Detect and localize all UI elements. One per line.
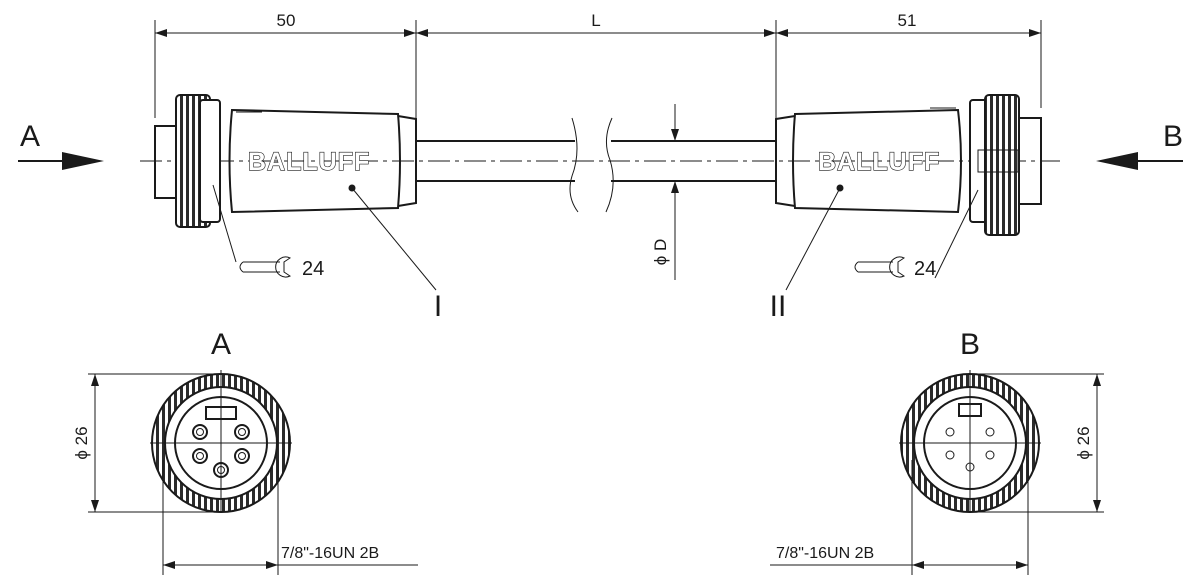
arrow-left-icon [1096, 152, 1138, 170]
connector-body-right [792, 108, 962, 214]
face-a-pins [192, 424, 250, 478]
logo-right: BALLUFF [818, 148, 940, 176]
dim-label-51: 51 [898, 11, 917, 30]
leader-line-wrench-left [212, 184, 237, 263]
arrow-right-icon [62, 152, 104, 170]
connector-left: BALLUFF I 24 [154, 94, 442, 323]
face-b-sockets [945, 427, 995, 472]
cable: ϕ D [416, 104, 776, 280]
cable-diameter-label: ϕ D [651, 239, 670, 266]
break-line-left [569, 117, 579, 213]
logo-left: BALLUFF [248, 148, 370, 176]
face-b-thread: 7/8"-16UN 2B [776, 545, 874, 562]
wrench-icon-left [239, 261, 280, 273]
top-dimensions: 50 L 51 [154, 11, 1042, 118]
face-a-thread: 7/8"-16UN 2B [281, 545, 379, 562]
dim-label-l: L [591, 11, 600, 30]
arrow-b-label: B [1163, 120, 1183, 153]
connector-right: BALLUFF II 24 [770, 94, 1042, 323]
break-line-right [605, 117, 614, 213]
face-view-a: A ϕ 26 7/8"-16UN 2B [72, 328, 418, 575]
wrench-icon-right [854, 261, 893, 273]
part-label-i: I [434, 290, 442, 323]
leader-line-i [351, 187, 437, 291]
arrow-a-label: A [20, 120, 40, 153]
face-b-diameter: ϕ 26 [1074, 426, 1093, 459]
face-b-title: B [960, 328, 980, 361]
face-view-b: B ϕ 26 7/8"-16UN 2B [770, 328, 1104, 575]
part-label-ii: II [770, 290, 787, 323]
face-a-diameter: ϕ 26 [72, 426, 91, 459]
connector-body-left [228, 108, 401, 214]
leader-line-wrench-right [934, 189, 979, 279]
coupling-nut-right [984, 94, 1020, 236]
wrench-size-left: 24 [302, 258, 324, 280]
face-a-title: A [211, 328, 231, 361]
view-arrow-a: A [18, 120, 104, 170]
leader-line-ii [785, 187, 841, 291]
dim-label-50: 50 [277, 11, 296, 30]
view-arrow-b: B [1096, 120, 1183, 170]
wrench-size-right: 24 [914, 258, 936, 280]
